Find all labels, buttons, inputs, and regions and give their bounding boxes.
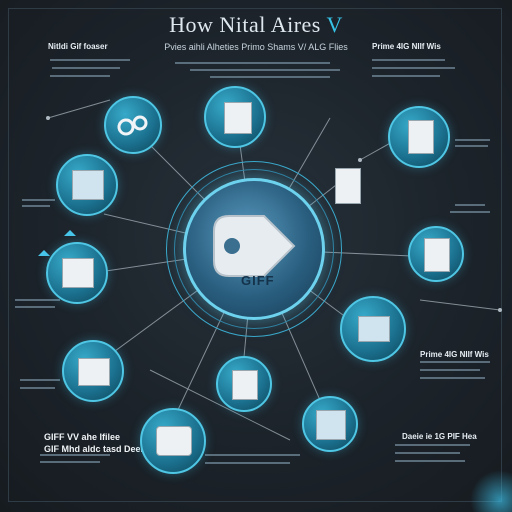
monitor-icon bbox=[72, 170, 104, 200]
page-title: How Nital Aires V bbox=[0, 12, 512, 38]
document-icon bbox=[232, 370, 258, 400]
tag-icon bbox=[213, 215, 296, 277]
hub-label: GIFF bbox=[241, 273, 275, 288]
node-top-center[interactable] bbox=[204, 86, 266, 148]
node-left-lower[interactable] bbox=[62, 340, 124, 402]
node-bottom-center[interactable] bbox=[216, 356, 272, 412]
label-bottom-left-2: GIF Mhd aldc tasd Deen bbox=[44, 444, 147, 454]
title-text: How Nital Aires bbox=[169, 12, 321, 37]
page-subtitle: Pvies aihli Alheties Primo Shams V/ ALG … bbox=[164, 42, 348, 52]
label-right-mid: Prime 4IG NIIf Wis bbox=[420, 350, 489, 359]
printer-icon bbox=[78, 358, 110, 386]
node-top-right[interactable] bbox=[388, 106, 450, 168]
node-bottom-right[interactable] bbox=[302, 396, 358, 452]
frame-border bbox=[8, 8, 502, 502]
node-bottom-left[interactable] bbox=[140, 408, 206, 474]
monitor-icon bbox=[358, 316, 390, 342]
node-right-mid[interactable] bbox=[408, 226, 464, 282]
gear-icon bbox=[117, 115, 148, 136]
label-top-left: Nitldi Gif foaser bbox=[48, 42, 108, 51]
label-bottom-right: Daeie ie 1G PIF Hea bbox=[402, 432, 477, 441]
title-accent: V bbox=[326, 12, 343, 37]
monitor-icon bbox=[316, 410, 346, 440]
label-bottom-left-1: GIFF VV ahe Ifilee bbox=[44, 432, 121, 442]
stamp-icon bbox=[156, 426, 192, 456]
document-icon bbox=[62, 258, 94, 288]
document-icon bbox=[224, 102, 252, 134]
hub-inner-ring bbox=[174, 169, 334, 329]
label-top-right: Prime 4IG NIIf Wis bbox=[372, 42, 441, 51]
node-left-mid[interactable] bbox=[46, 242, 108, 304]
node-right-lower[interactable] bbox=[340, 296, 406, 362]
node-left-upper[interactable] bbox=[56, 154, 118, 216]
node-right-upper[interactable] bbox=[335, 168, 361, 204]
node-top-left[interactable] bbox=[104, 96, 162, 154]
hub-outer-ring bbox=[166, 161, 342, 337]
document-icon bbox=[408, 120, 434, 154]
document-icon bbox=[424, 238, 450, 272]
central-hub[interactable] bbox=[183, 178, 325, 320]
